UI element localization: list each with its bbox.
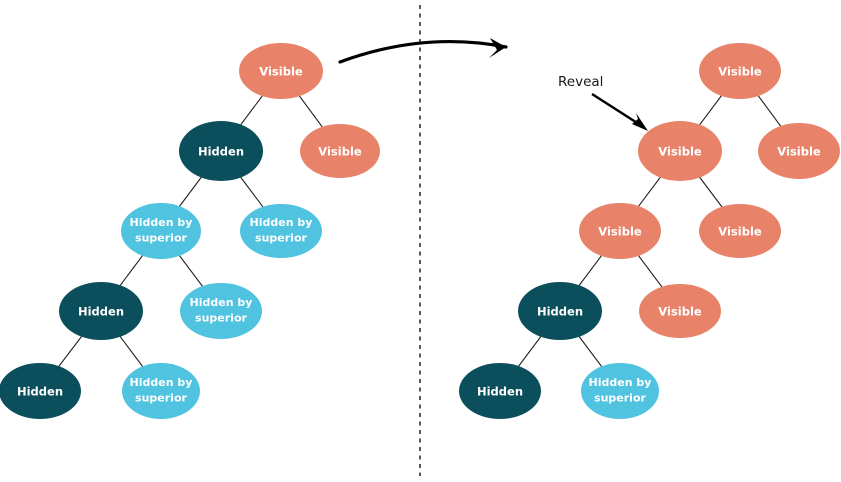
- node-ellipse: [59, 282, 143, 340]
- node-hidden[interactable]: Hidden: [0, 363, 81, 419]
- node-hidden[interactable]: Hidden: [59, 282, 143, 340]
- reveal-label: Reveal: [558, 74, 603, 90]
- transform-arrow: [338, 38, 508, 64]
- node-visible[interactable]: Visible: [699, 204, 781, 258]
- node-hidden[interactable]: Hidden: [179, 121, 263, 181]
- node-visible[interactable]: Visible: [239, 43, 323, 99]
- node-ellipse: [121, 203, 201, 259]
- reveal-arrow-line: [591, 92, 643, 128]
- node-ellipse: [180, 283, 262, 339]
- node-ellipse: [579, 203, 661, 259]
- node-ellipse: [639, 284, 721, 338]
- reveal-arrow-head: [632, 113, 648, 131]
- node-ellipse: [699, 204, 781, 258]
- node-visible[interactable]: Visible: [699, 43, 781, 99]
- transform-arrow-head: [489, 38, 506, 58]
- node-hidden[interactable]: Hidden: [518, 282, 602, 340]
- node-ellipse: [300, 124, 380, 178]
- node-ellipse: [699, 43, 781, 99]
- node-ellipse: [581, 363, 659, 419]
- node-hidden[interactable]: Hidden: [459, 363, 541, 419]
- node-ellipse: [0, 363, 81, 419]
- node-ellipse: [638, 121, 722, 181]
- node-ellipse: [459, 363, 541, 419]
- node-visible[interactable]: Visible: [758, 123, 840, 179]
- node-ellipse: [518, 282, 602, 340]
- node-ellipse: [122, 363, 200, 419]
- node-visible[interactable]: Visible: [639, 284, 721, 338]
- transform-arrow-curve: [338, 39, 508, 64]
- node-visible[interactable]: Visible: [638, 121, 722, 181]
- node-visible[interactable]: Visible: [579, 203, 661, 259]
- node-ellipse: [179, 121, 263, 181]
- reveal-annotation: Reveal: [558, 74, 648, 131]
- node-ellipse: [239, 43, 323, 99]
- node-ellipse: [758, 123, 840, 179]
- node-visible[interactable]: Visible: [300, 124, 380, 178]
- node-ellipse: [240, 204, 322, 258]
